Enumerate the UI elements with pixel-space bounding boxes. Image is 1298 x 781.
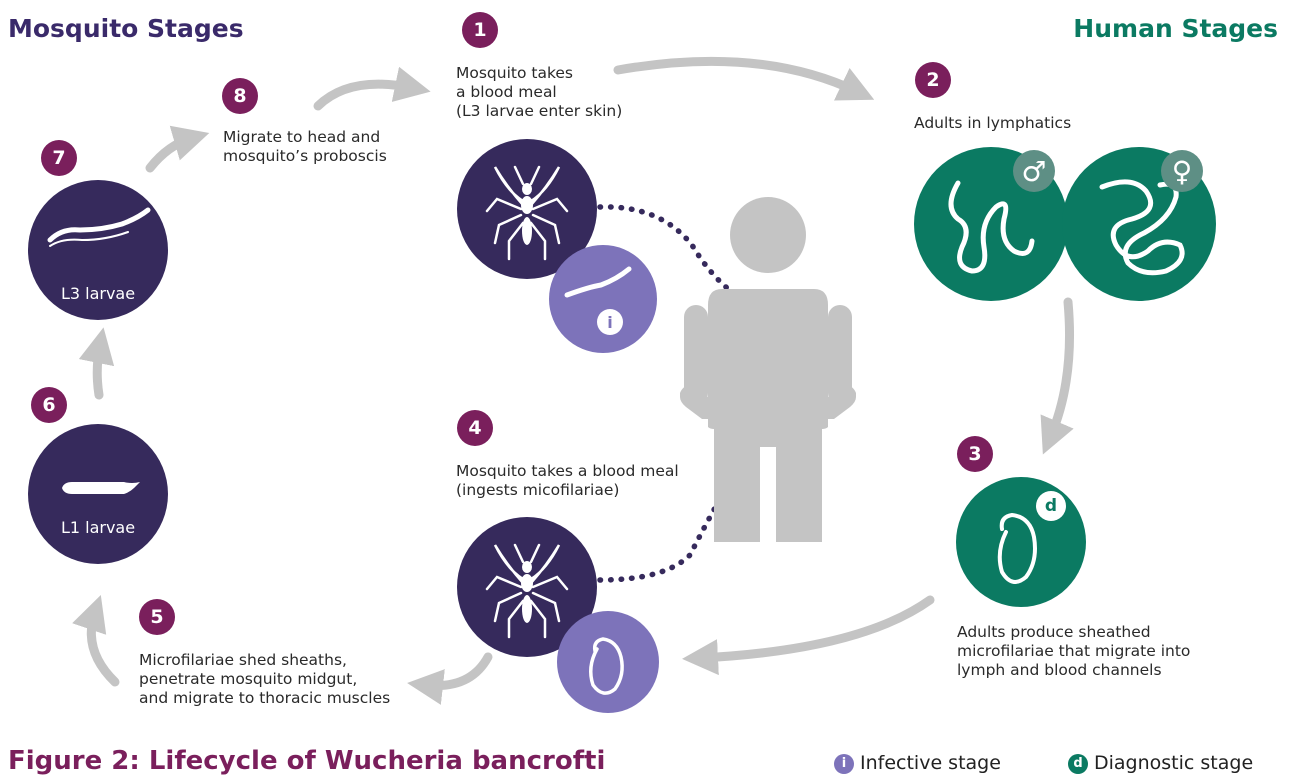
- female-symbol-icon: ♀: [1161, 150, 1203, 192]
- male-symbol-icon: ♂: [1013, 150, 1055, 192]
- microfilariae-diagnostic-circle: d: [956, 477, 1086, 607]
- microfilaria-icon: [557, 611, 659, 713]
- arrow-7-to-8: [150, 138, 192, 168]
- stage-6-badge: 6: [31, 387, 67, 423]
- diagnostic-legend-marker: d: [1068, 754, 1088, 774]
- larva-icon: [549, 245, 657, 353]
- arrow-6-to-7: [97, 345, 100, 395]
- l3-larvae-label: L3 larvae: [28, 284, 168, 303]
- stage-4-badge: 4: [457, 410, 493, 446]
- mosquito-stages-header: Mosquito Stages: [8, 14, 244, 43]
- stage-2-badge: 2: [915, 62, 951, 98]
- stage-7-badge: 7: [41, 140, 77, 176]
- arrow-4-to-5: [425, 657, 488, 686]
- l1-larvae-label: L1 larvae: [28, 518, 168, 537]
- arrow-8-to-1: [318, 84, 413, 106]
- legend-diagnostic-label: Diagnostic stage: [1094, 752, 1253, 774]
- stage-5-badge: 5: [139, 599, 175, 635]
- arrow-3-to-4: [700, 600, 930, 658]
- diagnostic-stage-marker: d: [1036, 491, 1066, 521]
- human-silhouette-icon: [676, 197, 861, 542]
- stage-5-text: Microfilariae shed sheaths,penetrate mos…: [139, 651, 390, 708]
- figure-title: Figure 2: Lifecycle of Wucheria bancroft…: [8, 746, 605, 776]
- human-stages-header: Human Stages: [1073, 14, 1278, 43]
- legend-infective: i Infective stage: [834, 752, 1001, 774]
- arrow-5-to-6: [91, 612, 115, 682]
- l3-larva-infective-circle: i: [549, 245, 657, 353]
- stage-3-badge: 3: [957, 436, 993, 472]
- l3-larvae-circle: L3 larvae: [28, 180, 168, 320]
- larva-icon: [28, 424, 168, 564]
- legend-infective-label: Infective stage: [860, 752, 1001, 774]
- infective-stage-marker: i: [597, 309, 623, 335]
- legend-diagnostic: d Diagnostic stage: [1068, 752, 1253, 774]
- stage-4-text: Mosquito takes a blood meal(ingests mico…: [456, 462, 679, 500]
- stage-8-badge: 8: [222, 78, 258, 114]
- arrow-1-to-2: [618, 61, 858, 92]
- l1-larvae-circle: L1 larvae: [28, 424, 168, 564]
- stage-1-badge: 1: [462, 12, 498, 48]
- infective-legend-marker: i: [834, 754, 854, 774]
- arrow-2-to-3: [1050, 302, 1070, 438]
- ingested-microfilaria-circle: [557, 611, 659, 713]
- stage-2-text: Adults in lymphatics: [914, 114, 1071, 133]
- microfilaria-icon: [956, 477, 1086, 607]
